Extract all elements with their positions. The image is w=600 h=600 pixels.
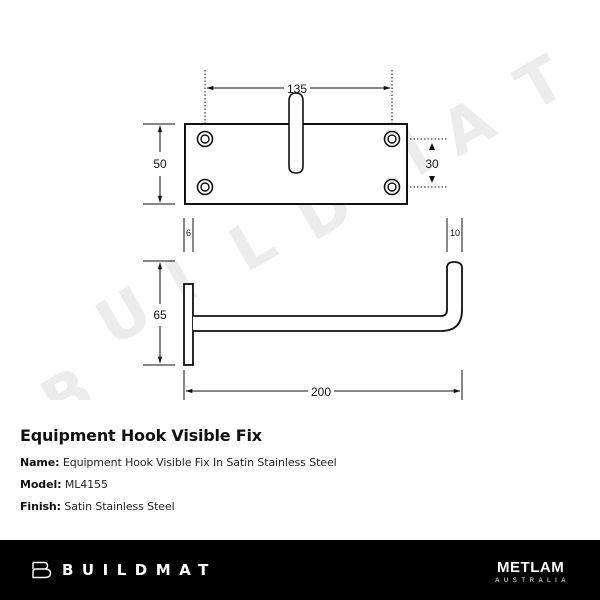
technical-drawing: B U I L D M A T 135 — [29, 41, 577, 400]
watermark-letter: L — [217, 203, 288, 286]
screw-hole-icon — [196, 130, 214, 148]
buildmat-wordmark: BUILDMAT — [62, 561, 217, 579]
model-label: Model: — [20, 478, 62, 491]
dimension-200: 200 — [311, 385, 331, 399]
metlam-logo: METLAM AUSTRALIA — [491, 560, 570, 585]
watermark-letter: B — [29, 352, 106, 400]
buildmat-logo: BUILDMAT — [32, 561, 217, 579]
buildmat-b-icon — [32, 561, 52, 579]
watermark-letter: T — [504, 41, 577, 125]
finish-value: Satin Stainless Steel — [64, 500, 175, 513]
product-finish-row: Finish: Satin Stainless Steel — [20, 500, 580, 514]
product-name-row: Name: Equipment Hook Visible Fix In Sati… — [20, 456, 580, 470]
product-title: Equipment Hook Visible Fix — [20, 426, 262, 445]
dimension-10: 10 — [450, 228, 460, 238]
plate-front-view: 135 — [143, 70, 448, 205]
screw-hole-icon — [383, 178, 401, 196]
screw-hole-icon — [196, 178, 214, 196]
screw-hole-icon — [383, 130, 401, 148]
watermark-letter: I — [153, 243, 209, 318]
name-label: Name: — [20, 456, 60, 469]
name-value: Equipment Hook Visible Fix In Satin Stai… — [62, 456, 337, 469]
footer-bar: BUILDMAT METLAM AUSTRALIA — [0, 540, 600, 600]
product-model-row: Model: ML4155 — [20, 478, 580, 492]
dimension-135: 135 — [287, 82, 307, 96]
product-info: Equipment Hook Visible Fix Name: Equipme… — [20, 424, 580, 514]
dimension-30: 30 — [425, 157, 439, 171]
finish-label: Finish: — [20, 500, 61, 513]
watermark-letter: U — [84, 272, 164, 360]
watermark-letter: A — [429, 83, 507, 170]
dimension-65: 65 — [153, 308, 167, 322]
metlam-wordmark: METLAM — [497, 559, 565, 576]
metlam-subtitle: AUSTRALIA — [495, 578, 570, 584]
dimension-50: 50 — [153, 157, 167, 171]
hook-side-view: 6 10 65 200 — [143, 218, 463, 400]
dimension-6: 6 — [186, 228, 191, 238]
model-value: ML4155 — [64, 478, 108, 491]
